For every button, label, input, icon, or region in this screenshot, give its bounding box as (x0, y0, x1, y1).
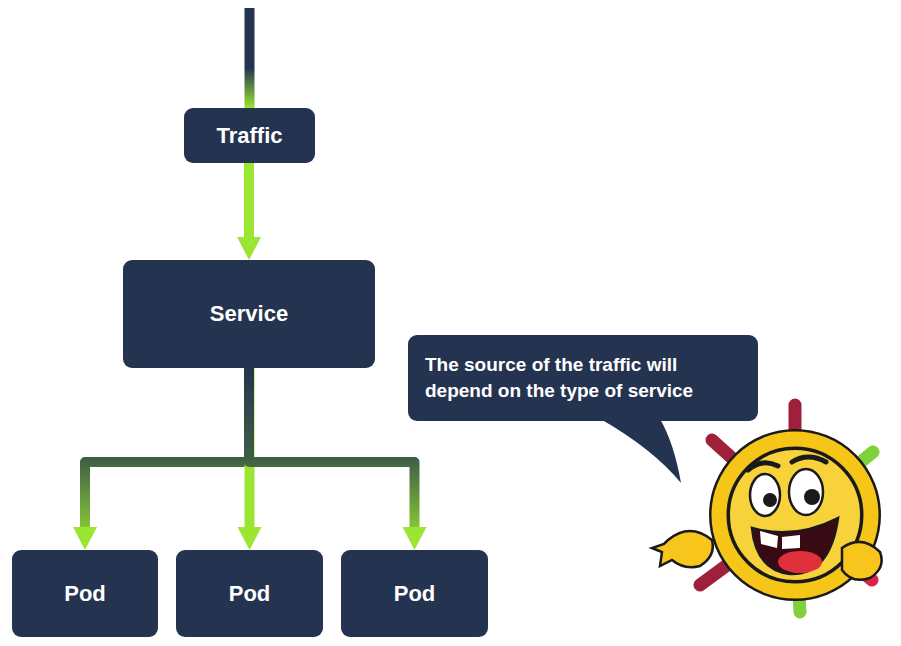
mascot-hand (652, 531, 713, 567)
tooth (760, 531, 778, 548)
eye (789, 469, 823, 515)
pupil (804, 489, 820, 505)
eye (750, 474, 780, 516)
tongue (778, 551, 822, 573)
node-label: Pod (394, 581, 436, 607)
speech-tail (408, 335, 758, 421)
node-label: Service (210, 301, 288, 327)
speech-bubble: The source of the traffic will depend on… (408, 335, 758, 421)
eyebrow (748, 463, 778, 470)
mouth (752, 518, 838, 574)
pod-box: Pod (341, 550, 488, 637)
connector-arrow (85, 368, 249, 527)
pupil (763, 493, 777, 507)
node-label: Pod (64, 581, 106, 607)
node-label: The source of the traffic will depend on… (425, 352, 741, 403)
speech-tail-shape (601, 419, 682, 483)
connector-arrow (249, 368, 415, 527)
pod-box: Pod (176, 550, 323, 637)
mascot (652, 405, 882, 612)
node-label: Traffic (216, 123, 282, 149)
service-box: Service (123, 260, 375, 368)
connector-arrow (244, 163, 254, 237)
incoming-line (245, 8, 255, 108)
pod-box: Pod (12, 550, 158, 637)
tooth (782, 535, 800, 549)
mascot-hand (842, 542, 882, 580)
traffic-box: Traffic (184, 108, 315, 163)
eyebrow (792, 457, 826, 462)
node-label: Pod (229, 581, 271, 607)
